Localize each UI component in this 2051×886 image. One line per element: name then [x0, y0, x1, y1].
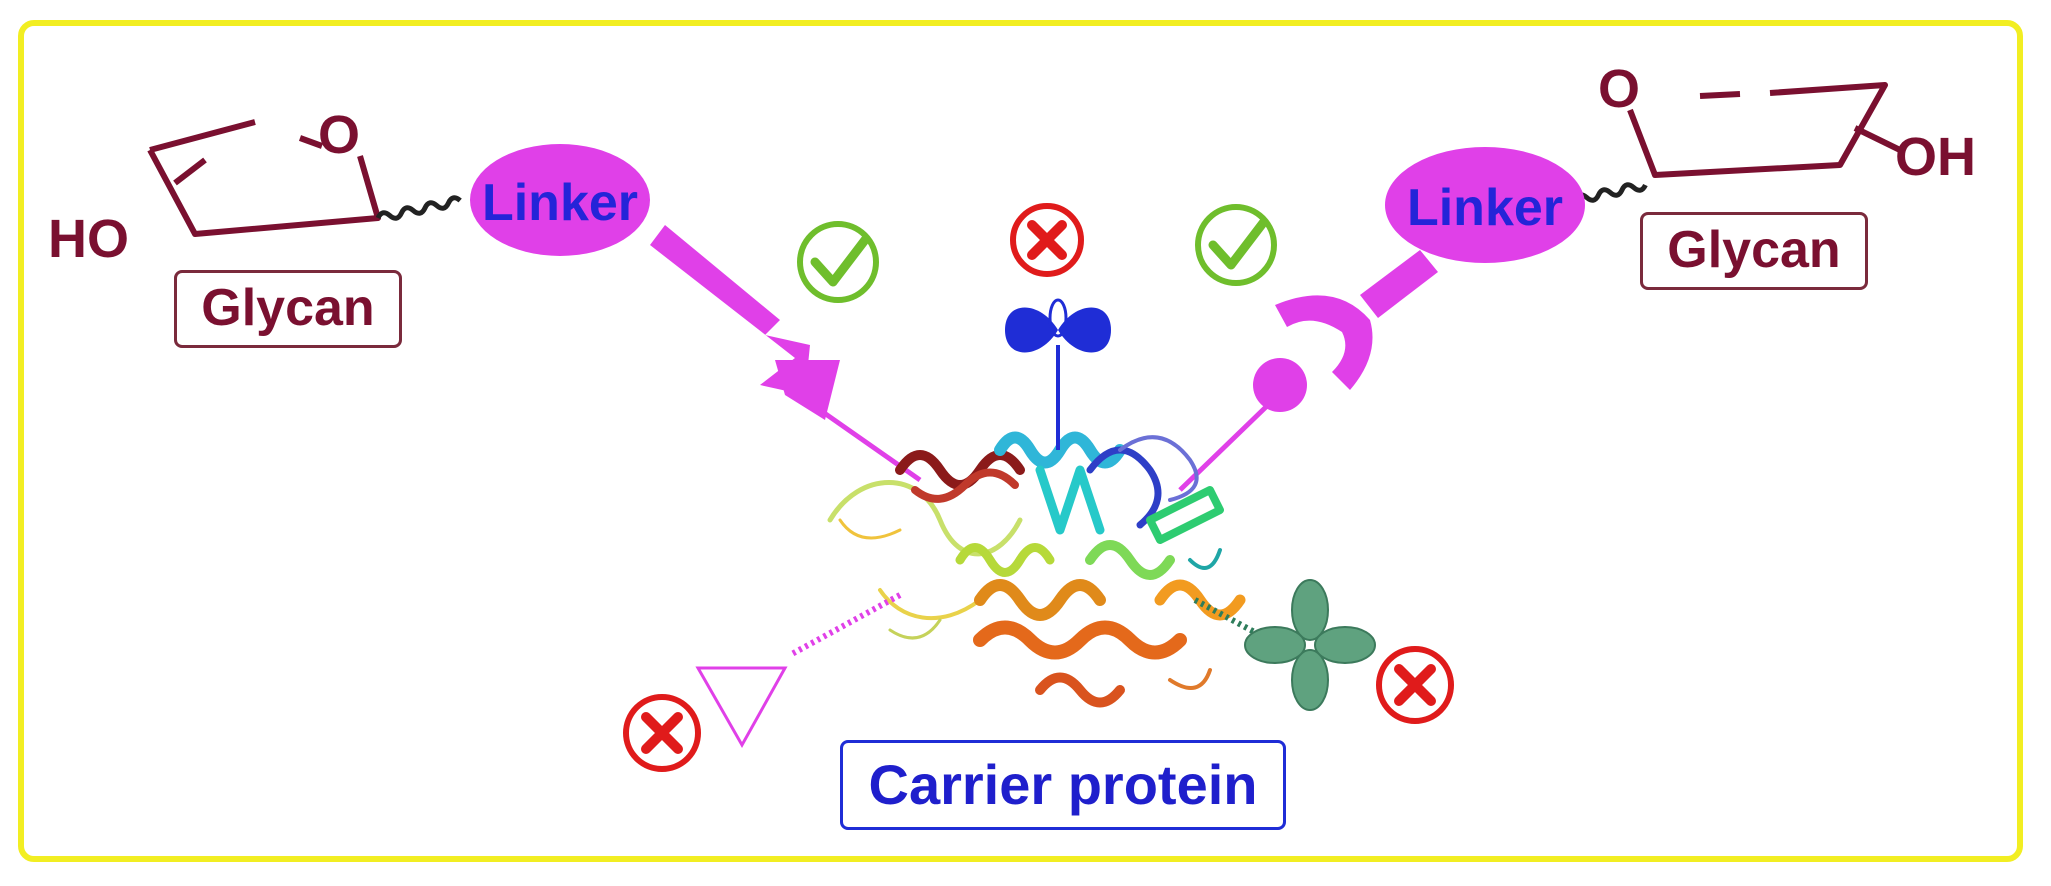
linker-needle-right [1178, 403, 1270, 492]
linker-label-left: Linker [482, 174, 638, 232]
wavy-bond-right [1572, 182, 1648, 203]
yellow-frame [18, 20, 2023, 862]
protein-ribbon-icon [827, 431, 1246, 708]
triangle-bond [788, 592, 902, 658]
cross-circle-icon [623, 694, 701, 772]
glycan-ring-left [147, 119, 381, 237]
linker-ellipse-left [470, 144, 650, 256]
ho-label-left: HO [48, 209, 129, 269]
linker-label-right: Linker [1407, 179, 1563, 237]
ring-oxygen-right: O [1598, 59, 1641, 119]
ring-oxygen-left: O [318, 105, 361, 165]
linker-dart-left [775, 360, 840, 420]
linker-cup-right [1275, 295, 1373, 390]
cross-circle-icon [1376, 646, 1454, 724]
glycan-ring-right [1627, 82, 1902, 178]
glycan-label-left: Glycan [174, 270, 402, 348]
check-circle-icon [797, 221, 879, 303]
glycan-label-right: Glycan [1640, 212, 1868, 290]
linker-socket-right [1360, 250, 1438, 318]
check-circle-icon [1195, 204, 1277, 286]
wavy-bond-left [375, 195, 462, 221]
blue-bowtie-icon [1005, 298, 1111, 450]
oh-label-right: OH [1895, 127, 1976, 187]
clover-bond [1193, 597, 1262, 638]
cross-circle-icon [1010, 203, 1084, 277]
carrier-protein-label: Carrier protein [840, 740, 1286, 830]
linker-ball-right [1253, 358, 1307, 412]
linker-arrow-left [650, 225, 810, 395]
magenta-triangle-icon [695, 666, 788, 749]
linker-ellipse-right [1385, 147, 1585, 263]
green-clover-icon [1244, 579, 1376, 711]
